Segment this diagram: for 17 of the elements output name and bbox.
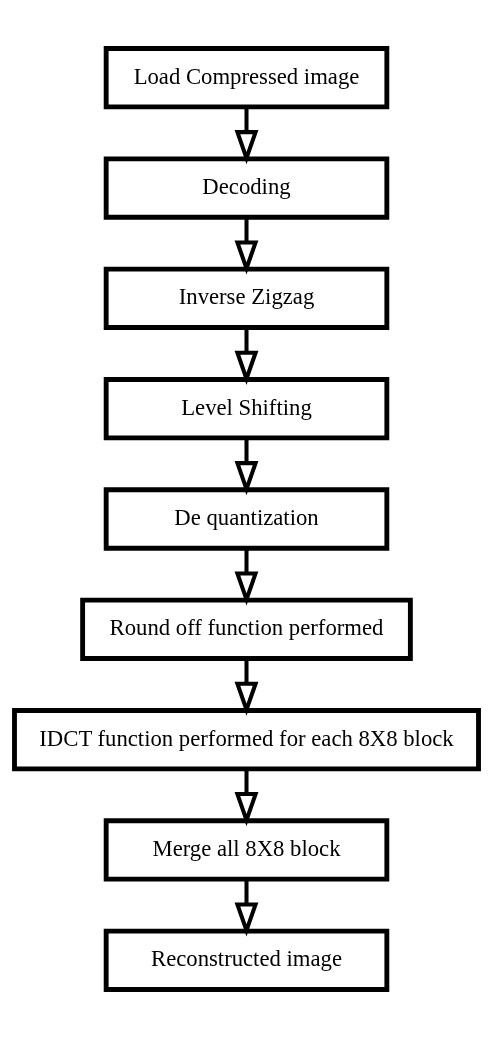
node-box: Level Shifting (103, 377, 390, 441)
arrow (234, 107, 259, 165)
node-box: Decoding (103, 156, 390, 220)
arrow (234, 328, 259, 385)
arrow (234, 769, 259, 827)
node-box: IDCT function performed for each 8X8 block (12, 708, 481, 772)
arrow (234, 217, 259, 275)
arrow (234, 659, 259, 716)
node-box: Inverse Zigzag (103, 266, 390, 330)
arrow (234, 548, 259, 606)
node-box: Reconstructed image (103, 928, 390, 992)
node-box: Load Compressed image (103, 46, 390, 110)
arrow (234, 879, 259, 937)
node-box: De quantization (103, 487, 390, 551)
node-box: Merge all 8X8 block (103, 818, 390, 882)
node-box: Round off function performed (80, 597, 413, 661)
arrow (234, 438, 259, 496)
